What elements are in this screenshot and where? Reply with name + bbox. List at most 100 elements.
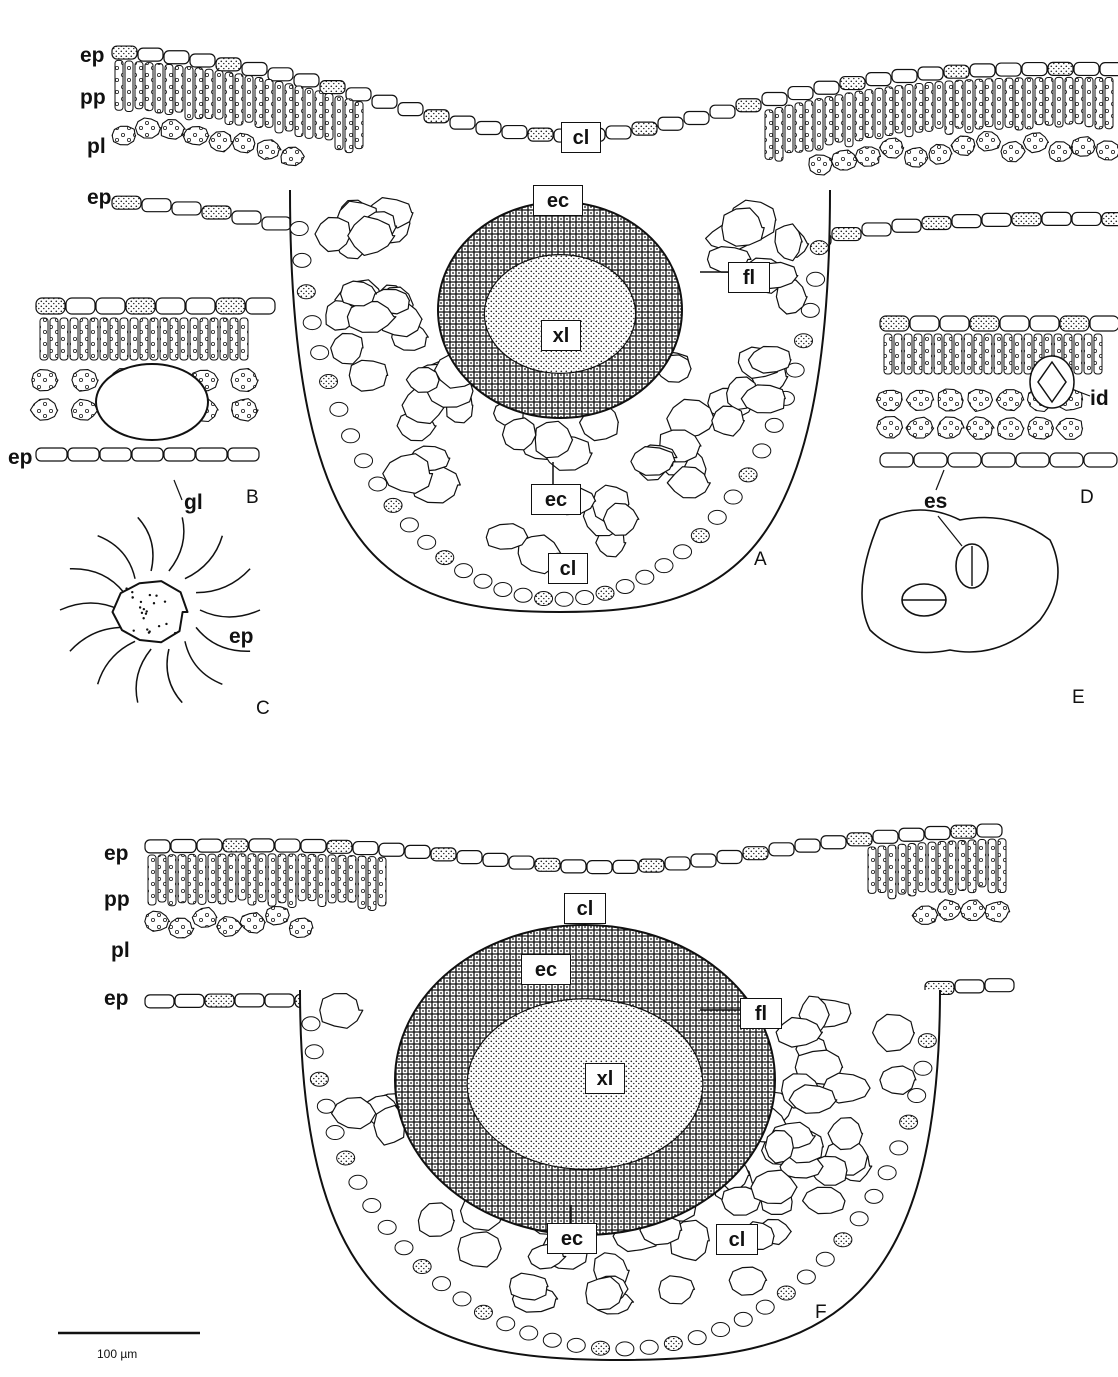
midrib-collenchyma-cell (555, 592, 573, 606)
palisade-cell (1074, 334, 1082, 374)
spongy-cell (240, 913, 265, 934)
palisade-cell (895, 86, 903, 133)
xylem-region (484, 255, 635, 374)
spongy-cell (1001, 141, 1025, 161)
epidermis-cell (450, 116, 475, 129)
lower-epidermis-cell (100, 448, 131, 461)
epidermis-cell (847, 833, 872, 846)
epidermis-cell (197, 839, 222, 852)
palisade-cell (904, 334, 912, 374)
palisade-cell (328, 855, 336, 903)
midrib-collenchyma-cell (807, 272, 825, 286)
epidermis-cell (483, 853, 508, 866)
midrib-collenchyma-cell (453, 1292, 471, 1306)
spongy-cell (929, 144, 952, 164)
epidermal-cell-wall (60, 603, 120, 610)
palisade-cell (70, 318, 78, 360)
palisade-cell (178, 855, 186, 903)
epidermis-cell (684, 111, 709, 124)
gland-dot (146, 628, 148, 630)
spongy-cell (1023, 133, 1048, 153)
palisade-cell (150, 318, 158, 360)
epidermis-cell (880, 316, 909, 331)
epidermis-cell (940, 316, 969, 331)
lower-epidermis-cell (832, 228, 861, 241)
epidermis-cell (223, 839, 248, 852)
epidermis-cell (743, 847, 768, 860)
lower-epidermis-cell (952, 215, 981, 228)
palisade-cell (148, 855, 156, 905)
palisade-cell (995, 78, 1003, 129)
spongy-cell (289, 918, 313, 937)
palisade-cell (868, 847, 876, 893)
panel-b-label-gl: gl (184, 492, 203, 513)
spongy-cell (968, 389, 993, 411)
palisade-cell (175, 66, 183, 113)
epidermis-cell (126, 298, 155, 314)
epidermis-cell (840, 77, 865, 90)
palisade-cell (1084, 334, 1092, 374)
palisade-cell (230, 318, 238, 360)
midrib-collenchyma-cell (535, 592, 553, 606)
epidermis-cell (873, 830, 898, 843)
midrib-collenchyma-cell (914, 1061, 932, 1075)
palisade-cell (368, 857, 376, 911)
spongy-cell (966, 417, 994, 439)
spongy-cell (1049, 142, 1072, 162)
midrib-collenchyma-cell (734, 1312, 752, 1326)
midrib-collenchyma-cell (592, 1341, 610, 1355)
epidermis-cell (951, 825, 976, 838)
epidermis-cell (379, 843, 404, 856)
palisade-cell (934, 334, 942, 374)
epidermis-cell (918, 67, 943, 80)
midrib-collenchyma-cell (494, 582, 512, 596)
panel-b-label-ep: ep (8, 447, 33, 468)
palisade-cell (1004, 334, 1012, 374)
spongy-cell (938, 389, 963, 411)
epidermis-cell (665, 857, 690, 870)
spongy-cell (231, 369, 258, 392)
epidermal-cell-wall (136, 649, 151, 703)
epidermis-cell (632, 122, 657, 135)
palisade-cell (918, 843, 926, 892)
epidermis-cell (821, 836, 846, 849)
palisade-cell (298, 854, 306, 901)
panel-f-box-ec-top: ec (521, 954, 571, 985)
panel-f-box-cl-top: cl (564, 893, 606, 924)
palisade-cell (1015, 78, 1023, 130)
epidermis-cell (66, 298, 95, 314)
palisade-cell (205, 69, 213, 118)
palisade-cell (1005, 78, 1013, 127)
palisade-cell (878, 846, 886, 893)
spongy-cell (937, 900, 961, 921)
epidermis-cell (866, 73, 891, 86)
palisade-cell (100, 318, 108, 360)
palisade-cell (238, 854, 246, 900)
lower-epidermis-cell (145, 995, 174, 1008)
midrib-collenchyma-cell (330, 402, 348, 416)
gland-dot (174, 632, 176, 634)
midrib-collenchyma-cell (795, 334, 813, 348)
epidermis-cell (970, 316, 999, 331)
palisade-cell (884, 334, 892, 374)
epidermis-cell (112, 46, 137, 59)
epidermis-cell (275, 839, 300, 852)
midrib-collenchyma-cell (777, 1286, 795, 1300)
panel-a-box-cl-top: cl (561, 122, 601, 153)
epidermal-cell-wall (98, 536, 135, 579)
gland-dot (143, 608, 145, 610)
midrib-collenchyma-cell (810, 241, 828, 255)
palisade-cell (1035, 78, 1043, 125)
midrib-collenchyma-cell (400, 518, 418, 532)
panel-d-label-es: es (924, 491, 947, 512)
lower-epidermis-cell (202, 206, 231, 219)
gland-dot (158, 625, 160, 627)
palisade-cell (944, 334, 952, 374)
lower-epidermis-cell (1050, 453, 1083, 467)
epidermis-cell (294, 74, 319, 87)
palisade-cell (125, 61, 133, 111)
epidermis-cell (535, 858, 560, 871)
spongy-cell (266, 907, 290, 925)
palisade-cell (110, 318, 118, 360)
epidermis-cell (795, 839, 820, 852)
